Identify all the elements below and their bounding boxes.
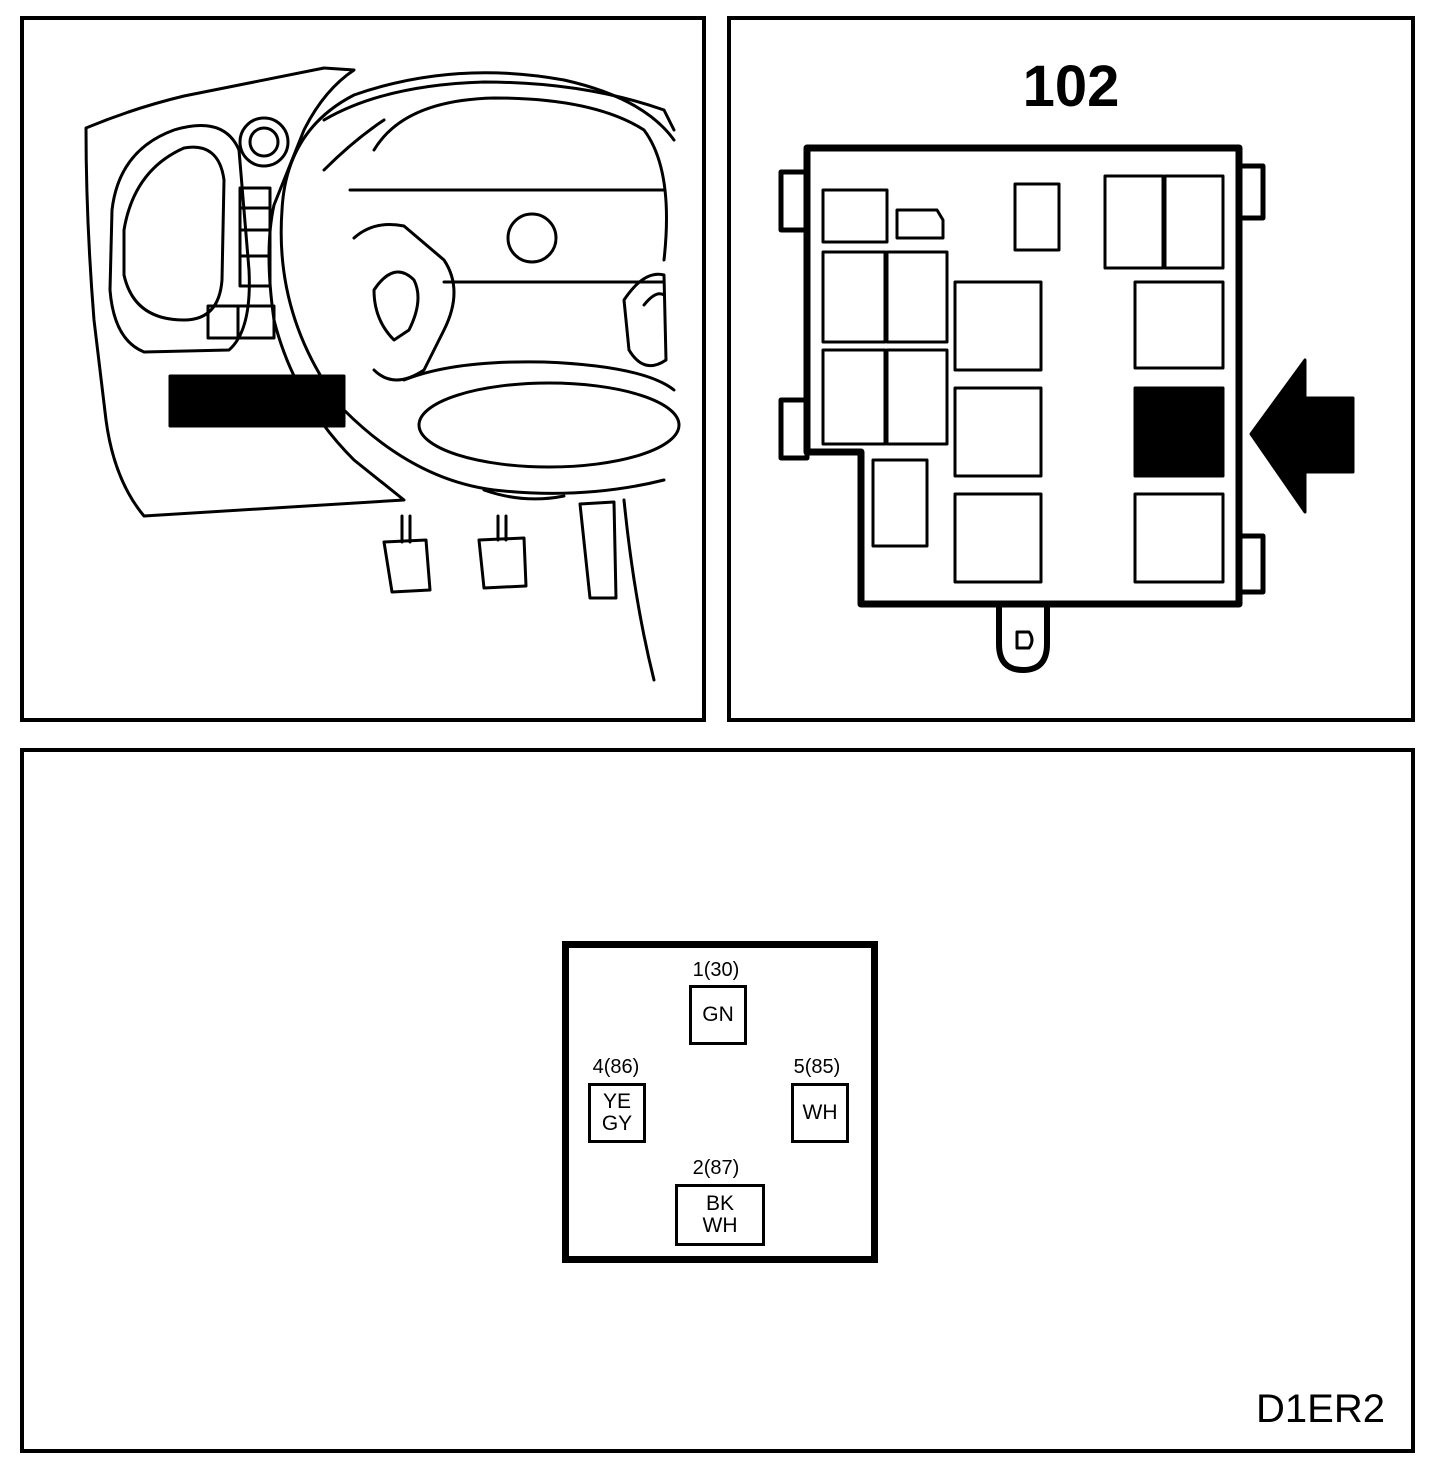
pin-label-87: 2(87) — [692, 1157, 740, 1179]
pin-30-wire-color: GN — [702, 1003, 734, 1026]
fuse-box-number: 102 — [1022, 54, 1120, 119]
diagram-code: D1ER2 — [1256, 1387, 1385, 1431]
dashboard-location-panel — [20, 16, 706, 722]
pin-86: YE GY — [588, 1083, 646, 1143]
pin-85-wire-color: WH — [802, 1101, 838, 1124]
pin-label-86: 4(86) — [592, 1056, 640, 1078]
pin-87-wire-color-2: WH — [702, 1214, 738, 1237]
dashboard-illustration — [84, 66, 681, 682]
pin-30: GN — [689, 985, 747, 1045]
relay-connector: 1(30) GN 4(86) YE GY 5(85) WH 2(87) BK W… — [562, 941, 878, 1263]
pin-label-30: 1(30) — [692, 959, 740, 981]
pin-86-wire-color-1: YE — [602, 1090, 631, 1113]
pin-85: WH — [791, 1083, 849, 1143]
fuse-box-panel: 102 — [727, 16, 1415, 722]
fuse-box-illustration — [778, 144, 1355, 673]
pin-label-85: 5(85) — [793, 1056, 841, 1078]
pin-87: BK WH — [675, 1184, 765, 1246]
pin-87-wire-color-1: BK — [705, 1192, 734, 1215]
connector-pinout-panel: 1(30) GN 4(86) YE GY 5(85) WH 2(87) BK W… — [20, 748, 1415, 1453]
pin-86-wire-color-2: GY — [601, 1112, 633, 1135]
